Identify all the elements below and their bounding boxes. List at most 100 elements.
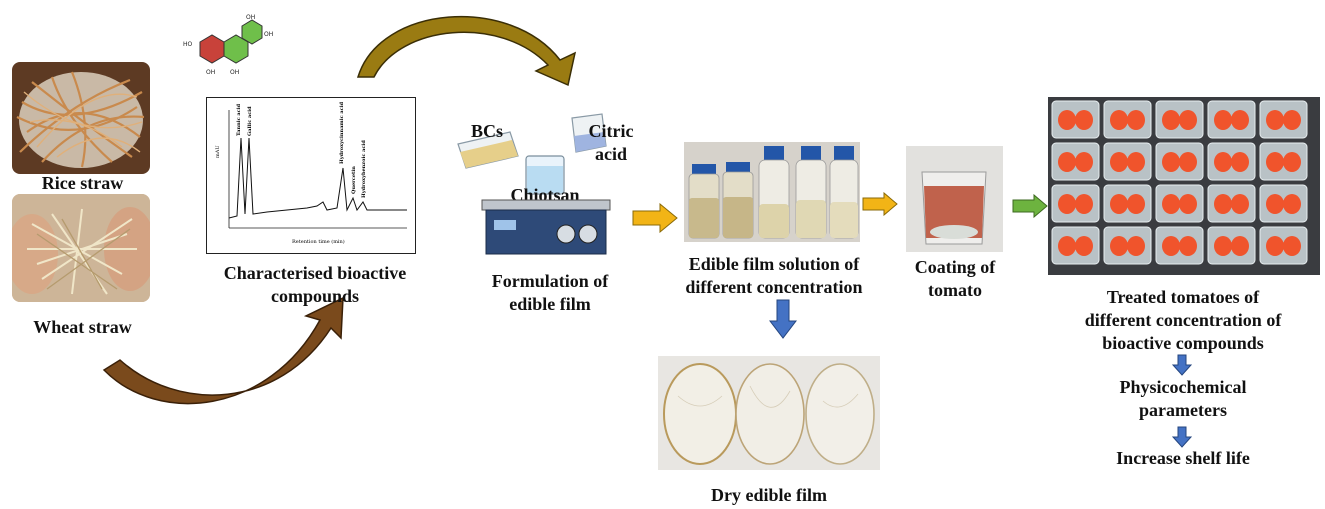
curved-arrow-brown bbox=[102, 296, 344, 405]
tomato bbox=[1179, 236, 1197, 256]
tomato bbox=[1283, 194, 1301, 214]
tomato bbox=[1162, 236, 1180, 256]
coating-line-2: tomato bbox=[928, 280, 982, 300]
tomato bbox=[1179, 110, 1197, 130]
tomato bbox=[1214, 110, 1232, 130]
tomato bbox=[1266, 152, 1284, 172]
tomato-coating-photo bbox=[906, 146, 1003, 252]
characterised-compounds-label: Characterised bioactive compounds bbox=[195, 262, 435, 308]
tomato bbox=[1214, 236, 1232, 256]
tomato bbox=[1075, 236, 1093, 256]
beaker-bcs-icon bbox=[457, 131, 519, 169]
physico-line-2: parameters bbox=[1139, 400, 1227, 420]
film-solution-label: Edible film solution of different concen… bbox=[668, 253, 880, 299]
formulation-line-1: Formulation of bbox=[491, 271, 609, 291]
tomato bbox=[1231, 152, 1249, 172]
tomato bbox=[1283, 110, 1301, 130]
arrow-down-to-physico-icon bbox=[1172, 354, 1192, 376]
citric-line-1: Citric bbox=[588, 121, 634, 141]
svg-text:OH: OH bbox=[230, 69, 239, 76]
tomato bbox=[1231, 236, 1249, 256]
characterised-line-1: Characterised bioactive bbox=[223, 263, 407, 283]
citric-line-2: acid bbox=[594, 144, 627, 164]
tomato bbox=[1266, 194, 1284, 214]
shelf-life-label: Increase shelf life bbox=[1116, 448, 1250, 468]
tomato bbox=[1266, 236, 1284, 256]
peak-label-hydroxybenzoic: Hydroxybenzoic acid bbox=[361, 140, 367, 198]
chromatogram-y-axis-label: mAU bbox=[215, 145, 221, 158]
film-solution-line-1: Edible film solution of bbox=[688, 254, 860, 274]
formulation-line-2: edible film bbox=[509, 294, 591, 314]
svg-text:OH: OH bbox=[246, 14, 255, 21]
beaker-chitosan-icon bbox=[525, 155, 565, 195]
tomato bbox=[1127, 152, 1145, 172]
tomato bbox=[1058, 194, 1076, 214]
tomato bbox=[1110, 152, 1128, 172]
characterised-line-2: compounds bbox=[270, 286, 360, 306]
arrow-right-3-icon bbox=[1012, 194, 1048, 218]
tomato bbox=[1075, 110, 1093, 130]
arrow-down-to-shelf-life-icon bbox=[1172, 426, 1192, 448]
chromatogram-x-axis-label: Retention time (min) bbox=[292, 238, 345, 245]
physico-line-1: Physicochemical bbox=[1119, 377, 1247, 397]
coating-label: Coating of tomato bbox=[894, 256, 1016, 302]
curved-arrow-olive bbox=[356, 15, 577, 87]
treated-tomatoes-label: Treated tomatoes of different concentrat… bbox=[1058, 286, 1308, 355]
svg-text:OH: OH bbox=[264, 31, 273, 38]
tomato bbox=[1127, 194, 1145, 214]
tomato bbox=[1127, 236, 1145, 256]
peak-label-gallic: Gallic acid bbox=[247, 106, 253, 136]
coating-line-1: Coating of bbox=[914, 257, 996, 277]
treated-line-2: different concentration of bbox=[1084, 310, 1282, 330]
formulation-label: Formulation of edible film bbox=[470, 270, 630, 316]
wheat-straw-photo bbox=[12, 194, 150, 302]
arrow-down-to-dry-film-icon bbox=[769, 299, 797, 339]
tomato bbox=[1110, 110, 1128, 130]
treated-line-1: Treated tomatoes of bbox=[1106, 287, 1260, 307]
tomato bbox=[1058, 236, 1076, 256]
tomato bbox=[1058, 110, 1076, 130]
tomato bbox=[1110, 194, 1128, 214]
tomato bbox=[1075, 194, 1093, 214]
tomato bbox=[1075, 152, 1093, 172]
tomato bbox=[1162, 110, 1180, 130]
tomato bbox=[1179, 152, 1197, 172]
treated-line-3: bioactive compounds bbox=[1102, 333, 1264, 353]
rice-straw-photo bbox=[12, 62, 150, 174]
tomato bbox=[1162, 194, 1180, 214]
tomato bbox=[1266, 110, 1284, 130]
chromatogram-figure: mAU Retention time (min) Tannic acid Gal… bbox=[206, 97, 416, 254]
tomato bbox=[1283, 152, 1301, 172]
tomato bbox=[1231, 110, 1249, 130]
wheat-straw-label: Wheat straw bbox=[33, 317, 132, 337]
tomato-container-grid bbox=[1051, 100, 1308, 265]
tomato bbox=[1179, 194, 1197, 214]
film-solution-photo bbox=[684, 142, 860, 242]
svg-text:OH: OH bbox=[206, 69, 215, 76]
tomato bbox=[1162, 152, 1180, 172]
tomato bbox=[1231, 194, 1249, 214]
tomato bbox=[1127, 110, 1145, 130]
film-solution-line-2: different concentration bbox=[685, 277, 863, 297]
peak-label-quercetin: Quercetin bbox=[351, 166, 357, 194]
svg-text:HO: HO bbox=[183, 41, 193, 48]
arrow-right-2-icon bbox=[862, 192, 898, 216]
tomato bbox=[1058, 152, 1076, 172]
dry-film-photo bbox=[658, 356, 880, 470]
rice-straw-label: Rice straw bbox=[41, 173, 124, 193]
molecule-structure-icon: HO OH OH OH OH bbox=[183, 14, 273, 76]
magnetic-stirrer-icon bbox=[481, 199, 611, 255]
peak-label-tannic: Tannic acid bbox=[236, 103, 242, 136]
bcs-label: BCs bbox=[470, 121, 503, 141]
citric-acid-label: Citric acid bbox=[578, 120, 644, 166]
tomato bbox=[1110, 236, 1128, 256]
peak-label-hydroxycinnamic: Hydroxycinnamic acid bbox=[339, 101, 345, 164]
physicochemical-label: Physicochemical parameters bbox=[1080, 376, 1286, 422]
tomato bbox=[1214, 194, 1232, 214]
treated-tomatoes-photo bbox=[1048, 97, 1320, 275]
dry-film-label: Dry edible film bbox=[711, 485, 827, 505]
arrow-right-1-icon bbox=[632, 203, 678, 233]
tomato bbox=[1214, 152, 1232, 172]
tomato bbox=[1283, 236, 1301, 256]
beaker-citric-acid-icon bbox=[571, 113, 607, 153]
